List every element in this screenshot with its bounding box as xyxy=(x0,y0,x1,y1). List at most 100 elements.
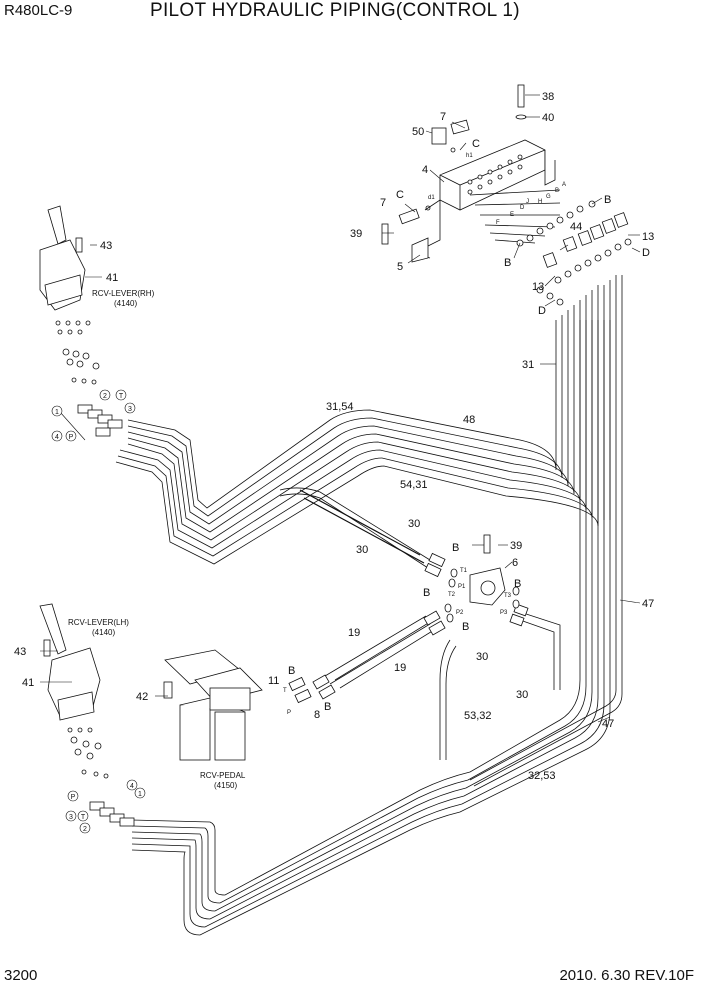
callouts: 38 40 7 50 C 4 C 7 39 5 B B 13 44 D 13 D… xyxy=(14,91,654,782)
rh-port-circle-labels: 1 2 T 3 4 P xyxy=(55,393,132,441)
rh-port-3: 3 xyxy=(128,406,132,413)
callout-19: 19 xyxy=(348,627,360,639)
port-g: G xyxy=(546,194,551,200)
leader-lines xyxy=(40,94,641,723)
callout-19: 19 xyxy=(394,662,406,674)
callout-7: 7 xyxy=(440,111,446,123)
callout-b: B xyxy=(288,665,295,677)
callout-b: B xyxy=(514,578,521,590)
callout-43: 43 xyxy=(14,646,26,658)
port-p2: P2 xyxy=(456,610,464,616)
port-p1: P1 xyxy=(458,584,466,590)
lh-port-t: T xyxy=(81,814,86,821)
callout-31: 31 xyxy=(522,359,534,371)
rcv-lever-rh-name: RCV-LEVER(RH) xyxy=(92,289,155,298)
callout-4: 4 xyxy=(422,164,428,176)
rh-port-p: P xyxy=(69,434,74,441)
callout-8: 8 xyxy=(314,709,320,721)
rcv-pedal-drawing xyxy=(163,649,312,761)
rcv-lever-lh-code: (4140) xyxy=(92,628,115,637)
callout-39: 39 xyxy=(510,540,522,552)
port-t3: T3 xyxy=(504,593,512,599)
callout-b: B xyxy=(423,587,430,599)
lh-port-2: 2 xyxy=(83,826,87,833)
callout-41: 41 xyxy=(22,677,34,689)
callout-38: 38 xyxy=(542,91,554,103)
callout-43: 43 xyxy=(100,240,112,252)
callout-48: 48 xyxy=(463,414,475,426)
hose-fittings xyxy=(312,674,336,700)
callout-13: 13 xyxy=(642,231,654,243)
rcv-pedal-code: (4150) xyxy=(214,781,237,790)
page-number: 3200 xyxy=(4,967,38,984)
callout-b: B xyxy=(452,542,459,554)
callout-b: B xyxy=(504,257,511,269)
page-title: PILOT HYDRAULIC PIPING(CONTROL 1) xyxy=(150,0,520,21)
callout-d: D xyxy=(642,247,650,259)
manifold-block xyxy=(411,139,556,263)
rcv-lever-rh-drawing xyxy=(39,205,123,437)
callout-13: 13 xyxy=(532,281,544,293)
callout-6: 6 xyxy=(512,557,518,569)
lh-port-p: P xyxy=(71,794,76,801)
rcv-lever-lh-name: RCV-LEVER(LH) xyxy=(68,618,129,627)
port-p: P xyxy=(287,710,291,716)
callout-40: 40 xyxy=(542,112,554,124)
callout-32-53: 32,53 xyxy=(528,770,556,782)
lh-port-1: 1 xyxy=(138,791,142,798)
callout-c: C xyxy=(472,138,480,150)
port-e: E xyxy=(510,212,514,218)
callout-b: B xyxy=(324,701,331,713)
rh-port-2: 2 xyxy=(103,393,107,400)
rcv-lever-rh-code: (4140) xyxy=(114,299,137,308)
port-t1: T1 xyxy=(460,568,468,574)
rh-port-t: T xyxy=(119,393,124,400)
callout-b: B xyxy=(604,194,611,206)
rcv-lever-lh-drawing xyxy=(39,603,135,827)
callout-c: C xyxy=(396,189,404,201)
port-b: B xyxy=(555,188,559,194)
center-block xyxy=(423,534,529,636)
port-h1: h1 xyxy=(466,153,473,159)
callout-b: B xyxy=(462,621,469,633)
callout-31-54: 31,54 xyxy=(326,401,354,413)
rh-port-1: 1 xyxy=(55,409,59,416)
callout-30: 30 xyxy=(516,689,528,701)
callout-7: 7 xyxy=(380,197,386,209)
port-f: F xyxy=(496,220,500,226)
callout-47: 47 xyxy=(642,598,654,610)
callout-47: 47 xyxy=(602,718,614,730)
model-number: R480LC-9 xyxy=(4,2,73,19)
lh-port-4: 4 xyxy=(130,783,134,790)
callout-30: 30 xyxy=(476,651,488,663)
revision-date: 2010. 6.30 REV.10F xyxy=(559,967,694,984)
rh-port-circles xyxy=(51,389,136,442)
callout-42: 42 xyxy=(136,691,148,703)
callout-11: 11 xyxy=(268,675,279,687)
port-t: T xyxy=(283,688,287,694)
lh-port-3: 3 xyxy=(69,814,73,821)
port-t2: T2 xyxy=(448,592,456,598)
elbow-fittings-13 xyxy=(536,212,632,306)
callout-30: 30 xyxy=(356,544,368,556)
rh-port-4: 4 xyxy=(55,434,59,441)
callout-d: D xyxy=(538,305,546,317)
callout-39: 39 xyxy=(350,228,362,240)
port-j: J xyxy=(526,199,529,205)
lh-port-circle-labels: P 4 1 3 T 2 xyxy=(69,783,142,833)
callout-5: 5 xyxy=(397,261,403,273)
manifold-fittings xyxy=(381,84,596,247)
callout-30: 30 xyxy=(408,518,420,530)
lh-port-circles xyxy=(65,779,146,834)
port-d: D xyxy=(520,205,525,211)
port-labels: T1 T2 T3 P1 P2 P3 T P A B G H J D E F h1… xyxy=(283,153,566,716)
callout-50: 50 xyxy=(412,126,424,138)
port-d1: d1 xyxy=(428,195,435,201)
rcv-pedal-name: RCV-PEDAL xyxy=(200,771,246,780)
lower-pipe-bundle xyxy=(131,275,623,936)
port-h: H xyxy=(538,199,542,205)
port-a: A xyxy=(562,182,566,188)
component-captions: RCV-LEVER(RH) (4140) RCV-LEVER(LH) (4140… xyxy=(68,289,246,790)
callout-54-31: 54,31 xyxy=(400,479,428,491)
